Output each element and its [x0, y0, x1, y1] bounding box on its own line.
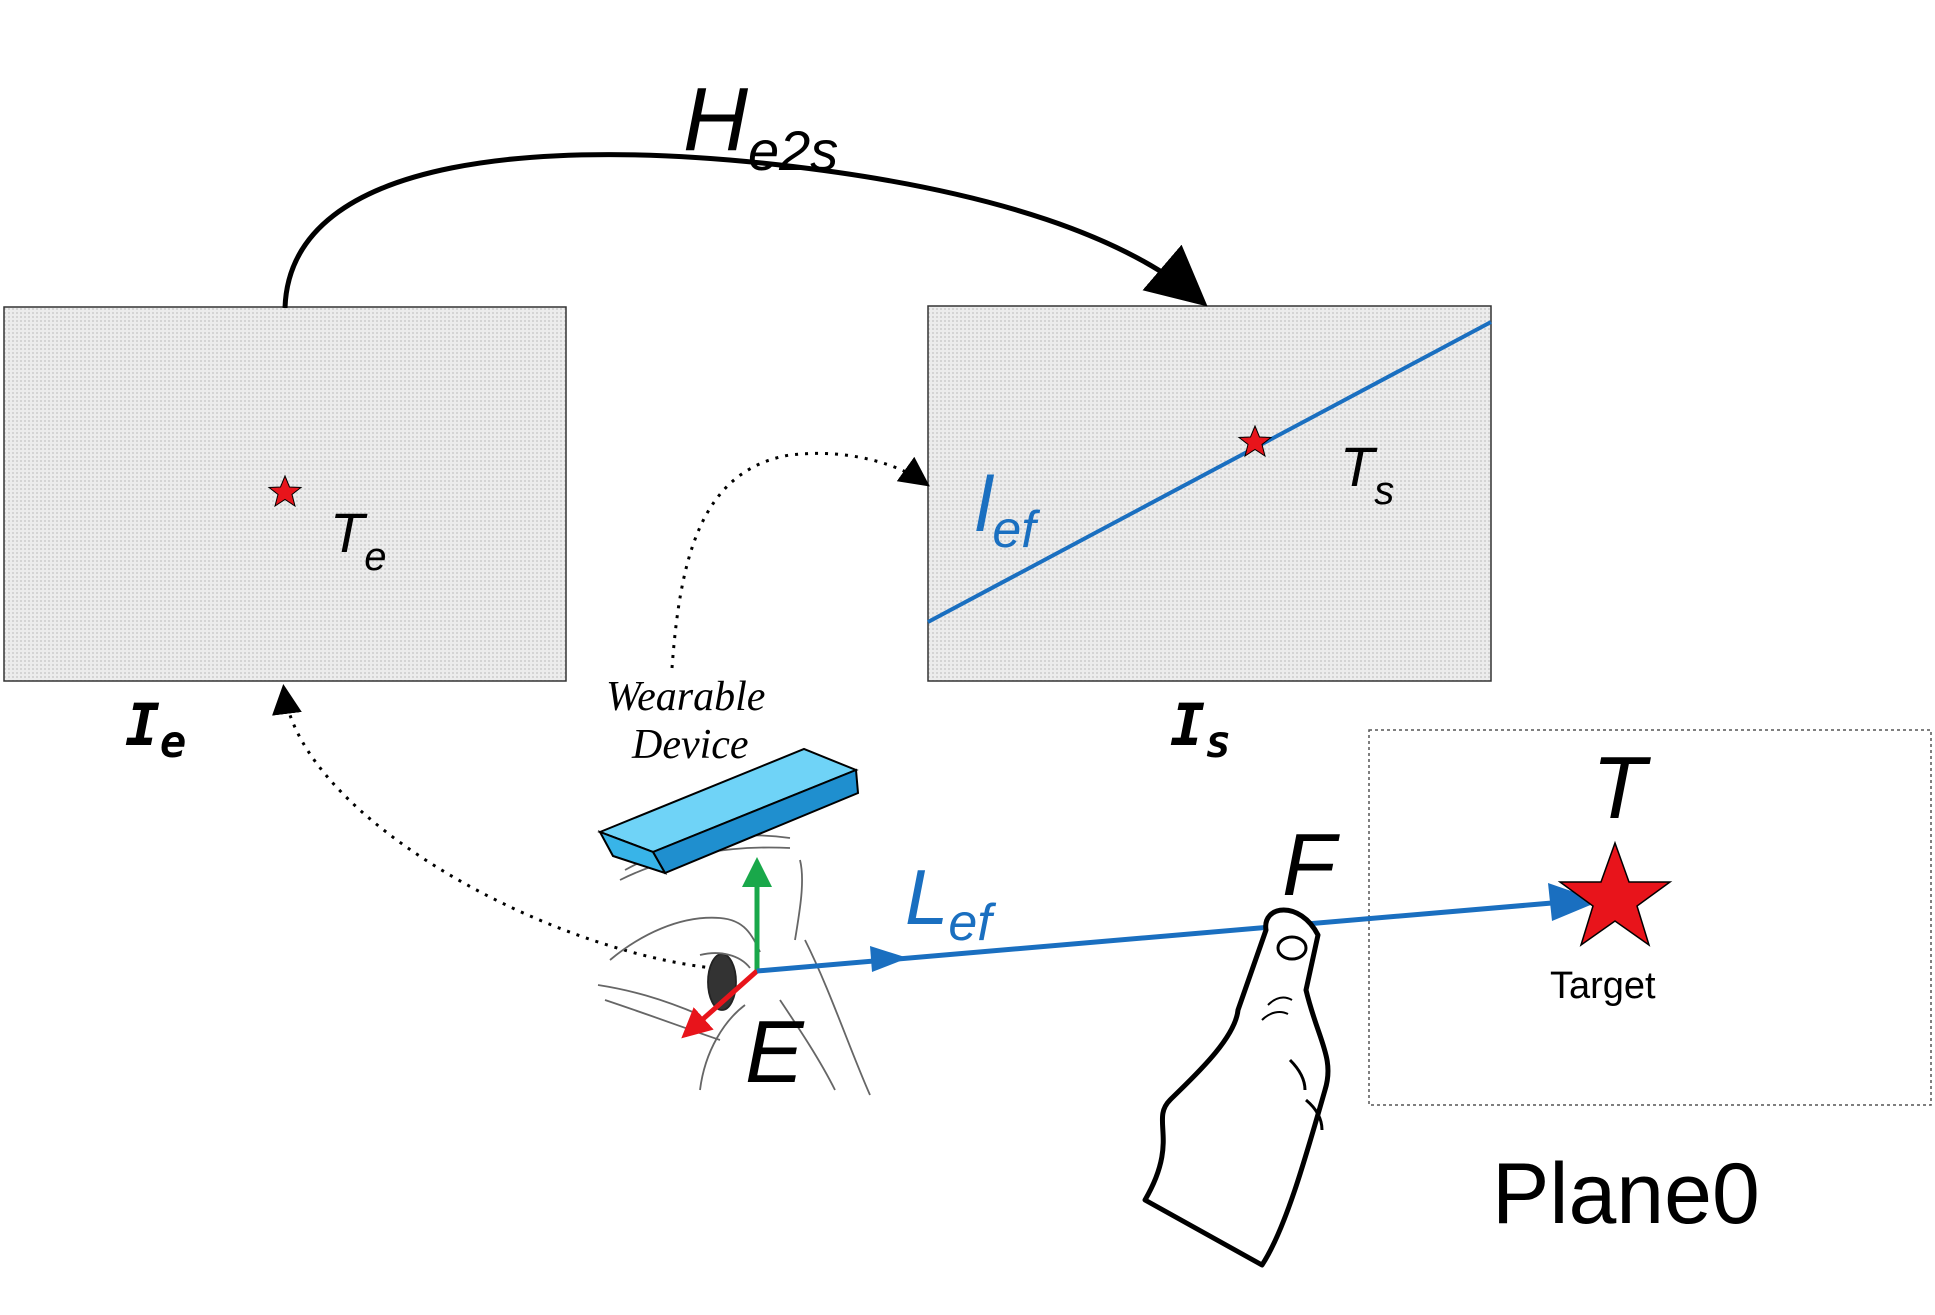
- star-icon: [1237, 424, 1273, 458]
- target-e-label: Te: [330, 501, 386, 579]
- world-line-end-arrowhead: [1548, 883, 1600, 921]
- star-icon: [1557, 840, 1673, 947]
- target-s-label: Ts: [1340, 435, 1394, 513]
- image-e-label: Ie: [125, 691, 186, 768]
- homography-label: He2s: [683, 70, 838, 182]
- target-point-label: T: [1592, 738, 1651, 837]
- axis-z-red: [681, 969, 759, 1039]
- wearable-device-label-line2: Device: [631, 722, 749, 768]
- world-line-label: Lef: [905, 853, 996, 952]
- plane-caption: Plane0: [1492, 1146, 1760, 1242]
- finger-point-label: F: [1282, 815, 1340, 914]
- pointing-hand-icon: [1142, 907, 1331, 1268]
- image-s-label: Is: [1170, 691, 1231, 768]
- plane-boundary: [1368, 729, 1932, 1106]
- image-line-lef: [927, 320, 1492, 624]
- image-panel-s: [927, 305, 1492, 682]
- star-icon: [267, 474, 303, 508]
- dotted-arrow-to-is: [670, 451, 930, 669]
- eye-point-label: E: [745, 1002, 805, 1101]
- wearable-device-icon: [597, 747, 860, 875]
- homography-arrow: [282, 152, 1208, 309]
- target-caption: Target: [1550, 965, 1656, 1007]
- image-line-label: lef: [975, 460, 1040, 559]
- world-line-mid-arrowhead: [870, 946, 908, 972]
- wearable-device-label-line1: Wearable: [606, 674, 765, 720]
- dotted-arrow-to-ie: [272, 684, 736, 972]
